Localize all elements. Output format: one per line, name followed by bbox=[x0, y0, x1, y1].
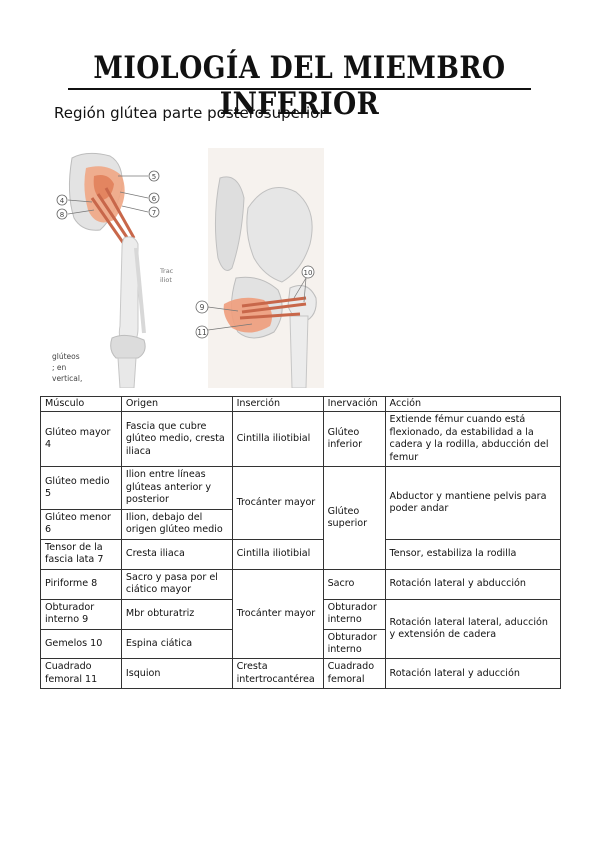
deep-rotator-muscles bbox=[223, 297, 272, 333]
cell-origen: Sacro y pasa por el ciático mayor bbox=[120, 568, 233, 600]
cell-accion: Rotación lateral y aducción bbox=[384, 658, 562, 690]
cell-accion: Tensor, estabiliza la rodilla bbox=[384, 538, 562, 570]
cell-inervacion: Cuadrado femoral bbox=[322, 658, 386, 690]
table-header-row: Músculo Origen Inserción Inervación Acci… bbox=[40, 395, 562, 413]
tibia-bone bbox=[117, 357, 137, 388]
header-musculo: Músculo bbox=[40, 395, 122, 413]
cell-musculo: Glúteo medio 5 bbox=[40, 466, 122, 510]
label-7: 7 bbox=[152, 209, 156, 217]
header-accion: Acción bbox=[384, 395, 562, 413]
section-subtitle: Región glútea parte posterosuperior bbox=[54, 104, 326, 122]
cell-musculo: Cuadrado femoral 11 bbox=[40, 658, 122, 690]
table-row: Glúteo medio 5 Ilion entre líneas glútea… bbox=[40, 466, 562, 570]
table-row: Obturador interno 9 Mbr obturatriz Obtur… bbox=[40, 598, 562, 660]
cell-musculo: Tensor de la fascia lata 7 bbox=[40, 538, 122, 570]
cell-musculo: Gemelos 10 bbox=[40, 628, 122, 660]
anatomy-figure-hip-joint: 9 11 10 bbox=[195, 148, 324, 388]
cell-musculo: Piriforme 8 bbox=[40, 568, 122, 600]
cell-insercion: Cresta intertrocantérea bbox=[231, 658, 324, 690]
table-row: Glúteo menor 6 Ilion, debajo del origen … bbox=[40, 508, 561, 540]
label-6: 6 bbox=[152, 195, 157, 203]
cell-insercion: Cintilla iliotibial bbox=[231, 411, 324, 468]
label-9: 9 bbox=[200, 303, 205, 312]
table-row: Tensor de la fascia lata 7 Cresta iliaca… bbox=[40, 538, 562, 570]
bottom-text-2: ; en bbox=[52, 363, 67, 372]
cell-musculo: Glúteo menor 6 bbox=[40, 508, 122, 540]
femur-shaft bbox=[289, 315, 309, 388]
side-text-1: Trac bbox=[159, 267, 174, 275]
cell-accion: Extiende fémur cuando está flexionado, d… bbox=[384, 411, 562, 468]
bottom-text-3: vertical, bbox=[52, 374, 82, 383]
cell-inervacion: Glúteo superior bbox=[322, 466, 386, 570]
cell-origen: Fascia que cubre glúteo medio, cresta il… bbox=[120, 411, 233, 468]
header-insercion: Inserción bbox=[231, 395, 324, 413]
label-8: 8 bbox=[60, 211, 64, 219]
cell-insercion: Cintilla iliotibial bbox=[231, 538, 324, 570]
label-10: 10 bbox=[304, 269, 313, 277]
table-row: Piriforme 8 Sacro y pasa por el ciático … bbox=[40, 568, 562, 660]
label-11: 11 bbox=[197, 328, 207, 337]
cell-origen: Isquion bbox=[120, 658, 233, 690]
cell-origen: Ilion entre líneas glúteas anterior y po… bbox=[120, 466, 233, 510]
knee-joint bbox=[110, 334, 146, 359]
sacrum-bone bbox=[214, 176, 245, 271]
cell-origen: Espina ciática bbox=[120, 628, 233, 660]
cell-origen: Ilion, debajo del origen glúteo medio bbox=[120, 508, 233, 540]
title-underline bbox=[68, 88, 531, 90]
anatomy-figure-posterior-leg: 5 6 7 4 8 Trac iliot glúteos ; en vertic… bbox=[52, 152, 174, 388]
cell-musculo: Obturador interno 9 bbox=[40, 598, 122, 630]
cell-musculo: Glúteo mayor 4 bbox=[40, 411, 122, 468]
cell-inervacion: Glúteo inferior bbox=[322, 411, 386, 468]
side-text-2: iliot bbox=[160, 276, 172, 284]
cell-origen: Cresta iliaca bbox=[120, 538, 233, 570]
bottom-text-1: glúteos bbox=[52, 352, 80, 361]
cell-accion: Rotación lateral lateral, aducción y ext… bbox=[384, 598, 562, 660]
cell-inervacion: Sacro bbox=[322, 568, 386, 600]
cell-accion: Abductor y mantiene pelvis para poder an… bbox=[384, 466, 562, 540]
cell-inervacion: Obturador interno bbox=[322, 598, 386, 630]
ilium-bone bbox=[246, 187, 313, 283]
page-title: MIOLOGÍA DEL MIEMBRO INFERIOR bbox=[93, 50, 506, 122]
cell-insercion: Trocánter mayor bbox=[231, 568, 324, 660]
header-origen: Origen bbox=[120, 395, 233, 413]
table-row: Glúteo mayor 4 Fascia que cubre glúteo m… bbox=[40, 411, 562, 468]
cell-origen: Mbr obturatriz bbox=[120, 598, 233, 630]
cell-inervacion: Obturador interno bbox=[322, 628, 386, 660]
cell-accion: Rotación lateral y abducción bbox=[384, 568, 562, 600]
label-5: 5 bbox=[152, 173, 156, 181]
header-inervacion: Inervación bbox=[322, 395, 386, 413]
cell-insercion: Trocánter mayor bbox=[231, 466, 324, 540]
table-row: Cuadrado femoral 11 Isquion Cresta inter… bbox=[40, 658, 562, 690]
label-4: 4 bbox=[60, 197, 65, 205]
muscle-table: Músculo Origen Inserción Inervación Acci… bbox=[40, 395, 562, 690]
